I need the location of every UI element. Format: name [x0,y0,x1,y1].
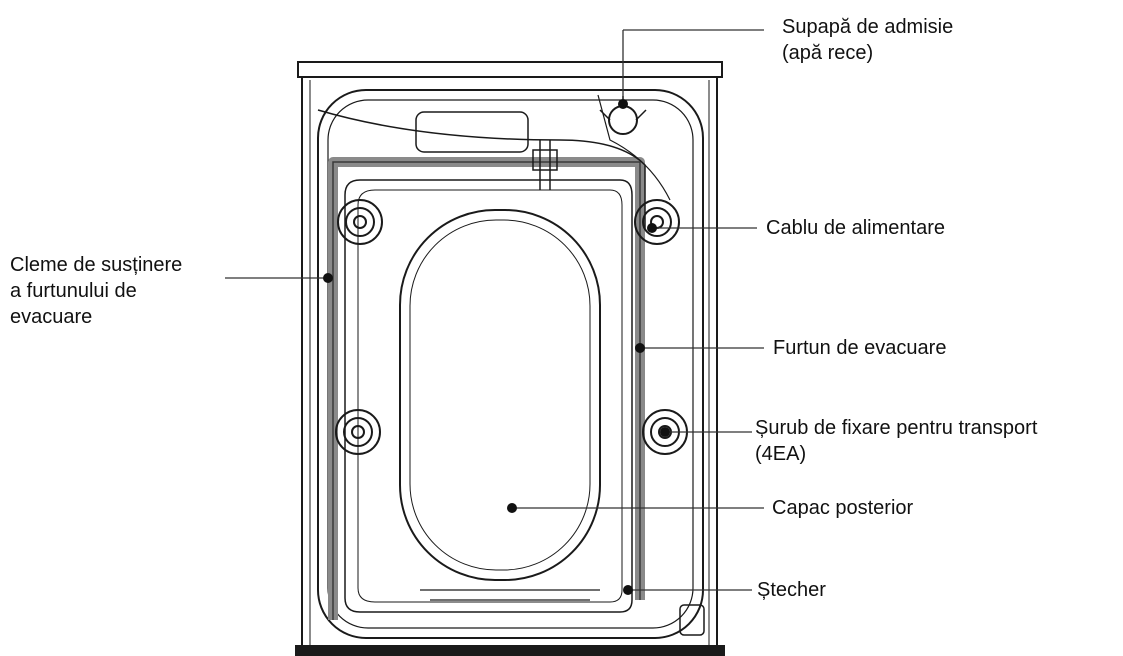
label-hose-clamps-line-2: a furtunului de [10,280,137,302]
inlet-valve-fitting [608,105,638,135]
leader-dots [323,99,670,595]
power-cable-route [317,109,646,230]
label-drain-hose-line-1: Furtun de evacuare [773,337,947,359]
rear-cover-frame [344,179,633,613]
label-transit-bolt-line-1: Șurub de fixare pentru transport [755,417,1038,439]
label-transit-bolt-line-2: (4EA) [755,443,807,465]
label-transit-bolt: Șurub de fixare pentru transport (4EA) [755,415,1037,467]
label-rear-cover-line-1: Capac posterior [772,497,914,519]
label-inlet-valve-line-1: Supapă de admisie [782,16,954,38]
rear-cover-opening [399,209,601,581]
label-inlet-valve: Supapă de admisie (apă rece) [782,14,953,66]
transit-bolt-bottom-left [335,409,381,455]
drain-hose [328,157,645,620]
label-inlet-valve-line-2: (apă rece) [782,42,874,64]
label-plug-line-1: Ștecher [757,579,826,601]
label-plug: Ștecher [757,577,826,603]
leader-lines [225,29,764,591]
label-power-cable-line-1: Cablu de alimentare [766,217,945,239]
label-hose-clamps-line-3: evacuare [10,306,93,328]
label-drain-hose: Furtun de evacuare [773,335,946,361]
tub-frame-outer [317,89,704,639]
transit-bolt-top-left [337,199,383,245]
label-hose-clamps: Cleme de susținere a furtunului de evacu… [10,252,182,330]
label-power-cable: Cablu de alimentare [766,215,945,241]
cabinet-outline [301,77,718,650]
label-hose-clamps-line-1: Cleme de susținere [10,254,183,276]
label-rear-cover: Capac posterior [772,495,913,521]
top-lid [297,61,723,78]
